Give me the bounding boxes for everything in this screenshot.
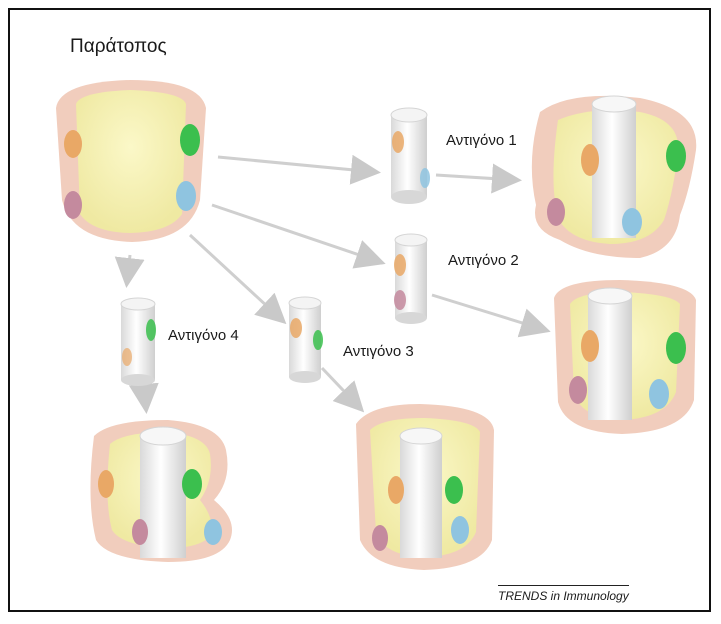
- contact-orange-icon: [581, 144, 599, 176]
- source-credit: TRENDS in Immunology: [498, 585, 629, 603]
- arrow-paratope-antigen3: [190, 235, 282, 320]
- contact-blue-icon: [420, 168, 430, 188]
- contact-blue-icon: [451, 516, 469, 544]
- antigen-2-cylinder: [394, 234, 427, 324]
- contact-orange-icon: [64, 130, 82, 158]
- contact-orange-icon: [98, 470, 114, 498]
- contact-mauve-icon: [64, 191, 82, 219]
- contact-blue-icon: [649, 379, 669, 409]
- contact-orange-icon: [392, 131, 404, 153]
- arrow-paratope-antigen2: [212, 205, 380, 262]
- arrow-antigen4-complex4: [144, 386, 146, 408]
- antigen-1-label: Αντιγόνο 1: [446, 132, 517, 149]
- contact-green-icon: [313, 330, 323, 350]
- arrow-paratope-antigen1: [218, 157, 375, 172]
- complex-1: [532, 96, 696, 258]
- contact-mauve-icon: [372, 525, 388, 551]
- antigen-2-label: Αντιγόνο 2: [448, 252, 519, 269]
- contact-mauve-icon: [394, 290, 406, 310]
- complex-3: [356, 404, 494, 570]
- arrow-antigen3-complex3: [322, 368, 360, 408]
- contact-blue-icon: [622, 208, 642, 236]
- contact-mauve-icon: [132, 519, 148, 545]
- complex-2: [554, 280, 696, 434]
- contact-orange-icon: [388, 476, 404, 504]
- contact-mauve-icon: [547, 198, 565, 226]
- arrow-antigen1-complex1: [436, 175, 516, 180]
- antigen-4-cylinder: [121, 298, 156, 386]
- contact-mauve-icon: [569, 376, 587, 404]
- antigen-1-cylinder: [391, 108, 430, 204]
- contact-blue-icon: [176, 181, 196, 211]
- arrow-antigen2-complex2: [432, 295, 545, 330]
- contact-orange-icon: [581, 330, 599, 362]
- arrow-paratope-antigen4: [127, 255, 130, 282]
- antigen-3-cylinder: [289, 297, 323, 383]
- contact-green-icon: [182, 469, 202, 499]
- contact-orange-icon: [290, 318, 302, 338]
- contact-green-icon: [146, 319, 156, 341]
- contact-orange-icon: [394, 254, 406, 276]
- contact-green-icon: [180, 124, 200, 156]
- contact-green-icon: [666, 140, 686, 172]
- contact-blue-icon: [204, 519, 222, 545]
- antigen-3-label: Αντιγόνο 3: [343, 343, 414, 360]
- contact-green-icon: [666, 332, 686, 364]
- contact-green-icon: [445, 476, 463, 504]
- antigen-4-label: Αντιγόνο 4: [168, 327, 239, 344]
- paratope-label: Παράτοπος: [70, 36, 167, 58]
- paratope-shape: [56, 80, 206, 242]
- contact-orange-icon: [122, 348, 132, 366]
- complex-4: [90, 420, 232, 562]
